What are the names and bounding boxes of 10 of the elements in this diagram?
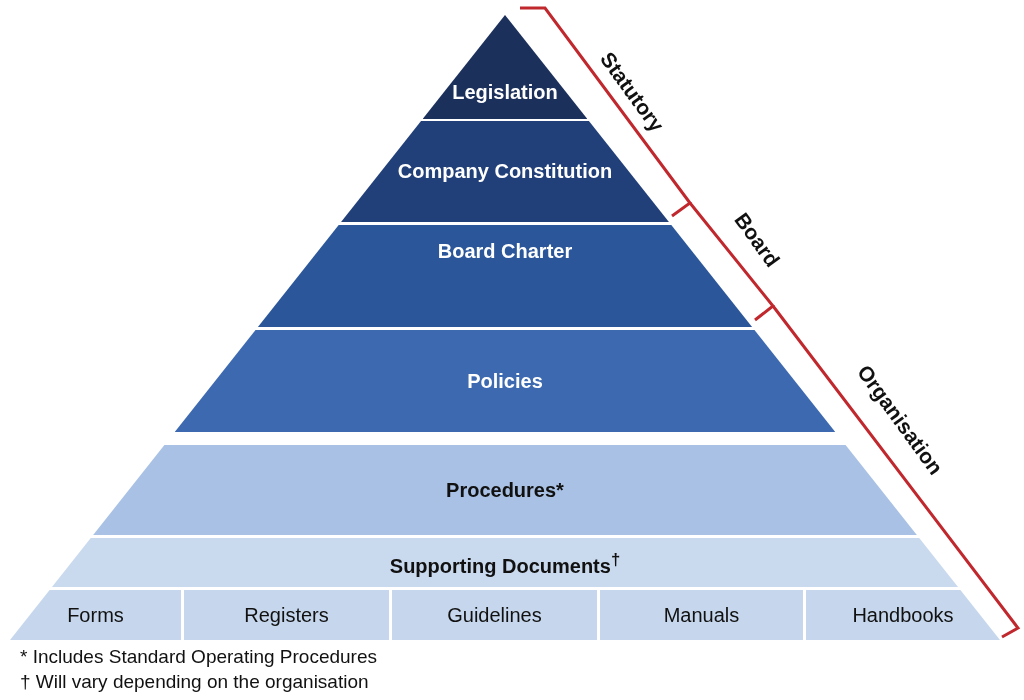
footnote: * Includes Standard Operating Procedures <box>20 646 377 668</box>
footnote: † Will vary depending on the organisation <box>20 671 369 693</box>
pyramid-tier: Supporting Documents$^{†}$ <box>51 538 958 587</box>
pyramid-cell: Handbooks <box>806 590 1000 640</box>
pyramid-tier: Policies <box>174 330 836 432</box>
pyramid-cell: Forms <box>10 590 181 640</box>
pyramid-cell: Manuals <box>600 590 803 640</box>
pyramid-tier: Legislation <box>422 15 588 119</box>
pyramid-cell: Guidelines <box>392 590 597 640</box>
pyramid-cell: Registers <box>184 590 389 640</box>
